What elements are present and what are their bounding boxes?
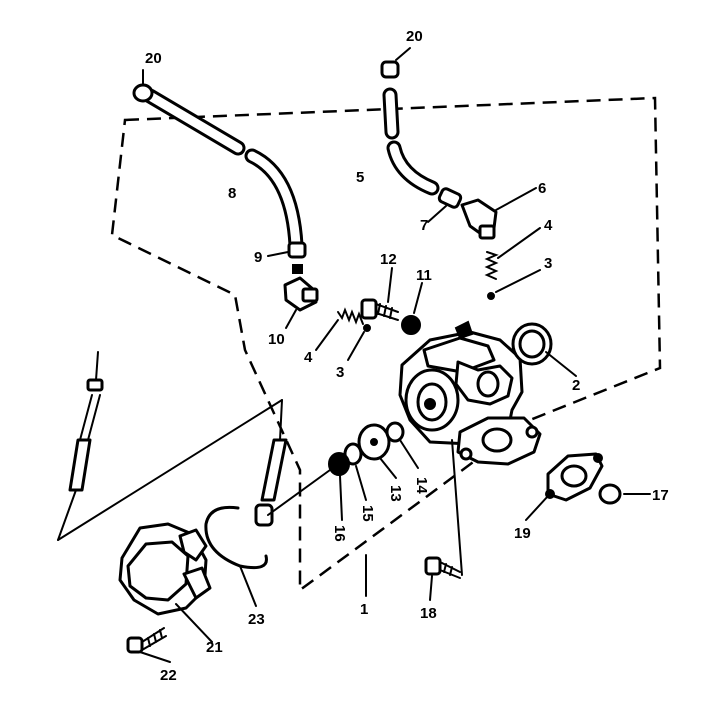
callout-3: 3 — [544, 255, 552, 272]
ball-3-left — [347, 324, 371, 361]
callout-17: 17 — [652, 487, 669, 504]
elbow-fitting-6 — [460, 187, 537, 240]
callout-3: 3 — [336, 364, 344, 381]
elbow-fitting-10 — [283, 276, 319, 329]
assembly-boundary — [110, 96, 662, 593]
callout-16: 16 — [331, 525, 348, 542]
callout-7: 7 — [420, 217, 428, 234]
callout-10: 10 — [268, 331, 285, 348]
callout-12: 12 — [380, 251, 397, 268]
hose-5 — [382, 87, 440, 196]
pump-cover-21 — [118, 522, 213, 643]
spring-4-left — [315, 307, 364, 351]
hose-8 — [142, 88, 304, 253]
callout-20: 20 — [145, 50, 162, 67]
screw-12 — [360, 267, 399, 321]
callout-11: 11 — [416, 267, 432, 284]
screw-22 — [126, 627, 171, 663]
gasket-19 — [525, 452, 604, 521]
callout-13: 13 — [387, 485, 404, 502]
nut-16 — [328, 452, 350, 521]
callout-8: 8 — [228, 185, 236, 202]
callout-18: 18 — [420, 605, 437, 622]
cable-clip-23 — [204, 505, 268, 607]
callout-2: 2 — [572, 377, 580, 394]
callout-15: 15 — [359, 505, 376, 522]
callout-19: 19 — [514, 525, 531, 542]
clip-20-top — [380, 47, 411, 79]
clip-20-left — [132, 69, 154, 103]
callout-9: 9 — [254, 249, 262, 266]
pump-cable — [57, 351, 331, 541]
callout-21: 21 — [206, 639, 223, 656]
callout-5: 5 — [356, 169, 364, 186]
o-ring-17 — [598, 483, 651, 505]
callout-4: 4 — [304, 349, 313, 366]
oil-seal-2 — [511, 322, 577, 377]
callout-23: 23 — [248, 611, 265, 628]
seal-14 — [385, 421, 419, 469]
callout-4: 4 — [544, 217, 553, 234]
ball-3-right — [487, 269, 541, 300]
cap-11 — [401, 282, 423, 335]
callout-20: 20 — [406, 28, 423, 45]
spring-4-right — [484, 227, 541, 280]
washer-13 — [357, 423, 397, 479]
callout-22: 22 — [160, 667, 177, 684]
bolt-18 — [424, 556, 461, 601]
clamp-7 — [427, 187, 463, 223]
callout-6: 6 — [538, 180, 546, 197]
oil-pump-body-1 — [365, 320, 542, 597]
clamp-9 — [267, 241, 307, 274]
callout-1: 1 — [360, 601, 368, 618]
callout-14: 14 — [413, 477, 430, 494]
